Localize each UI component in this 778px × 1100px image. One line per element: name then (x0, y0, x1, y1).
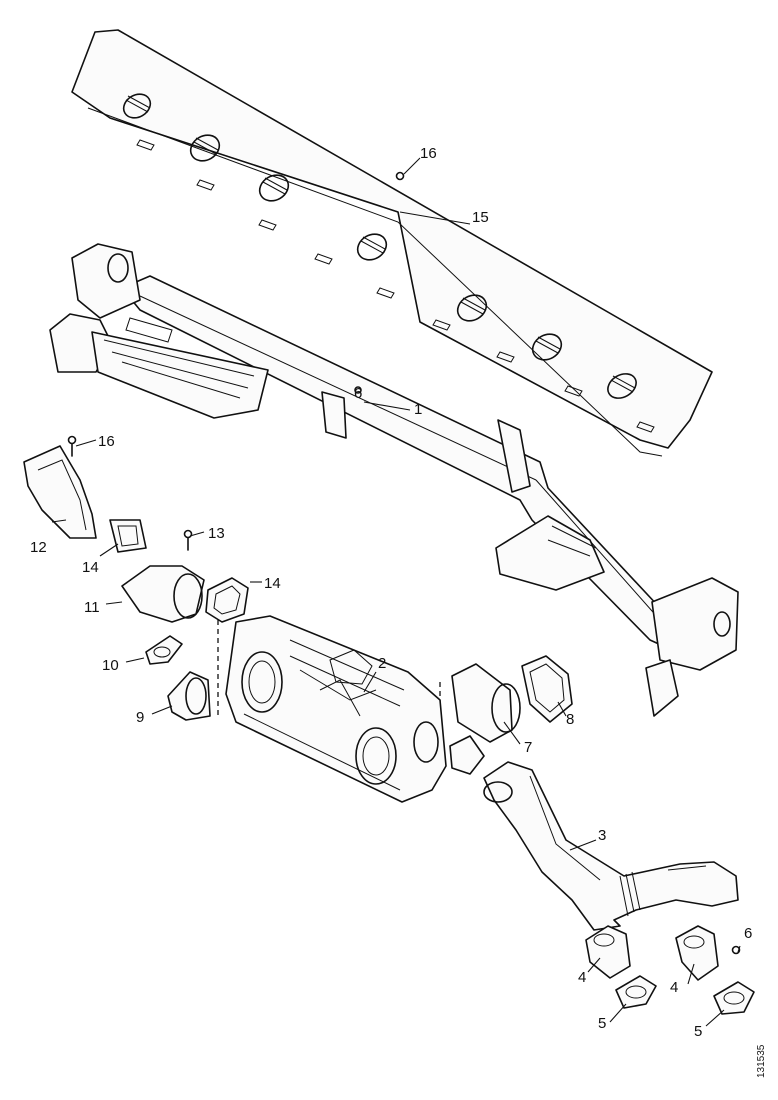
callout-1: 1 (414, 401, 422, 418)
figure-reference-number: 131535 (756, 1044, 767, 1078)
callout-7: 7 (524, 739, 532, 756)
floor-duct (483, 761, 739, 931)
vent-grilles (122, 93, 637, 399)
callout-14-right: 14 (264, 575, 281, 592)
callout-4-left: 4 (578, 969, 586, 986)
callout-15: 15 (472, 209, 489, 226)
callout-8: 8 (566, 711, 574, 728)
callout-13: 13 (208, 525, 225, 542)
hvac-unit (225, 615, 447, 803)
screws (67, 171, 741, 955)
left-side-trim (23, 445, 97, 539)
callout-14-upper: 14 (82, 559, 99, 576)
dashboard-upper-panel (71, 29, 713, 457)
callout-6-outlet: 6 (744, 925, 752, 942)
callout-16-top: 16 (420, 145, 437, 162)
alignment-lines (217, 620, 441, 766)
callout-6-beam: 6 (354, 385, 362, 402)
seal-and-outlet-left (145, 635, 211, 721)
rear-outlet-right (675, 925, 755, 1015)
callout-5-right: 5 (694, 1023, 702, 1040)
leader-lines (51, 157, 741, 1027)
cross-car-beam (49, 243, 739, 717)
rear-outlet-left (585, 925, 657, 1009)
gasket-upper (109, 519, 147, 553)
callout-12: 12 (30, 539, 47, 556)
callout-labels: 1 2 3 4 4 5 5 6 6 7 8 9 10 11 12 13 14 1… (30, 145, 752, 1040)
callout-4-right: 4 (670, 979, 678, 996)
gasket-right (205, 577, 249, 623)
callout-9: 9 (136, 709, 144, 726)
callout-16-left: 16 (98, 433, 115, 450)
duct-elbow-left (121, 565, 205, 623)
callout-3: 3 (598, 827, 606, 844)
callout-5-left: 5 (598, 1015, 606, 1032)
callout-10: 10 (102, 657, 119, 674)
callout-2: 2 (378, 655, 386, 672)
duct-right (449, 663, 521, 775)
callout-11: 11 (84, 599, 100, 616)
gasket-far-right (521, 655, 573, 723)
